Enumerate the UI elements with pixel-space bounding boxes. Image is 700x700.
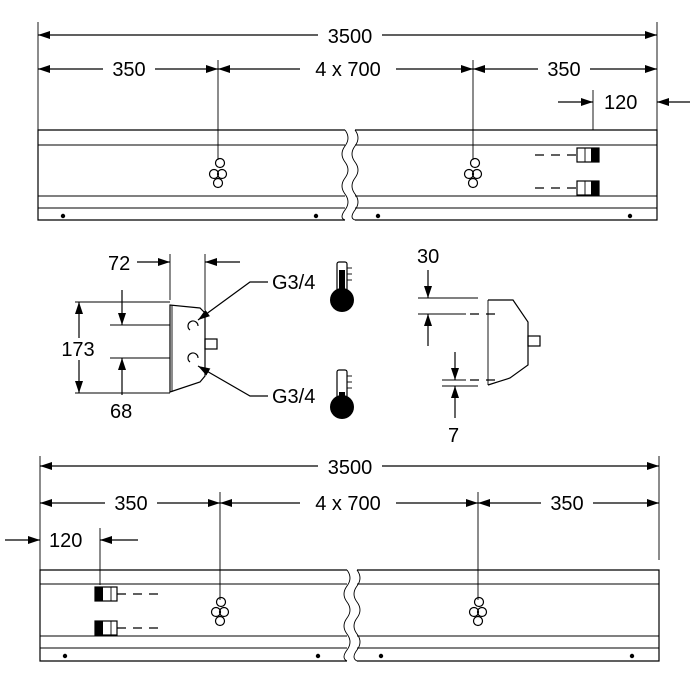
radiator-bar (37, 129, 658, 221)
bracket-offset-label-bottom: 120 (49, 530, 82, 552)
mounting-bracket-top (535, 147, 600, 196)
bracket-offset-label: 120 (604, 92, 637, 114)
left-offset-label: 350 (112, 59, 145, 81)
right-offset-label-bottom: 350 (550, 493, 583, 515)
dimension-total-length: 3500 (38, 24, 657, 48)
connection-lower-label: G3/4 (272, 386, 315, 408)
connection-upper-label: G3/4 (272, 272, 315, 294)
bottom-elevation-view: 3500 350 4 x 700 350 120 (5, 455, 660, 662)
right-offset-label: 350 (547, 59, 580, 81)
left-offset-label-bottom: 350 (114, 493, 147, 515)
depth-label: 72 (108, 253, 130, 275)
lower-offset-label: 68 (110, 401, 132, 423)
outlet-icon-left (208, 157, 228, 189)
dimension-bracket-offset-bottom: 120 (5, 530, 138, 552)
outlet-icon-right (463, 157, 483, 189)
total-length-label: 3500 (328, 26, 373, 48)
dimension-spacing-row: 350 4 x 700 350 (38, 58, 657, 81)
height-label: 173 (61, 339, 94, 361)
total-length-label-bottom: 3500 (328, 457, 373, 479)
dimension-bracket-offset: 120 (558, 92, 690, 114)
spacing-label-bottom: 4 x 700 (315, 493, 381, 515)
cross-section-view: 72 173 68 G3/4 G3/4 (55, 246, 541, 447)
spacing-label: 4 x 700 (315, 59, 381, 81)
dimension-spacing-row-bottom: 350 4 x 700 350 (40, 492, 659, 515)
top-elevation-view: 3500 350 4 x 700 350 120 (37, 22, 690, 221)
thermometer-cold-icon (330, 369, 354, 419)
outlet-icon-left-bottom (210, 596, 230, 627)
top-clearance-label: 30 (417, 246, 439, 268)
bottom-clearance-label: 7 (448, 425, 459, 447)
dimension-total-length-bottom: 3500 (40, 455, 659, 479)
outlet-icon-right-bottom (468, 596, 488, 627)
radiator-bar-bottom (39, 569, 660, 662)
mounting-bracket-bottom (94, 586, 162, 636)
thermometer-hot-icon (330, 261, 354, 312)
